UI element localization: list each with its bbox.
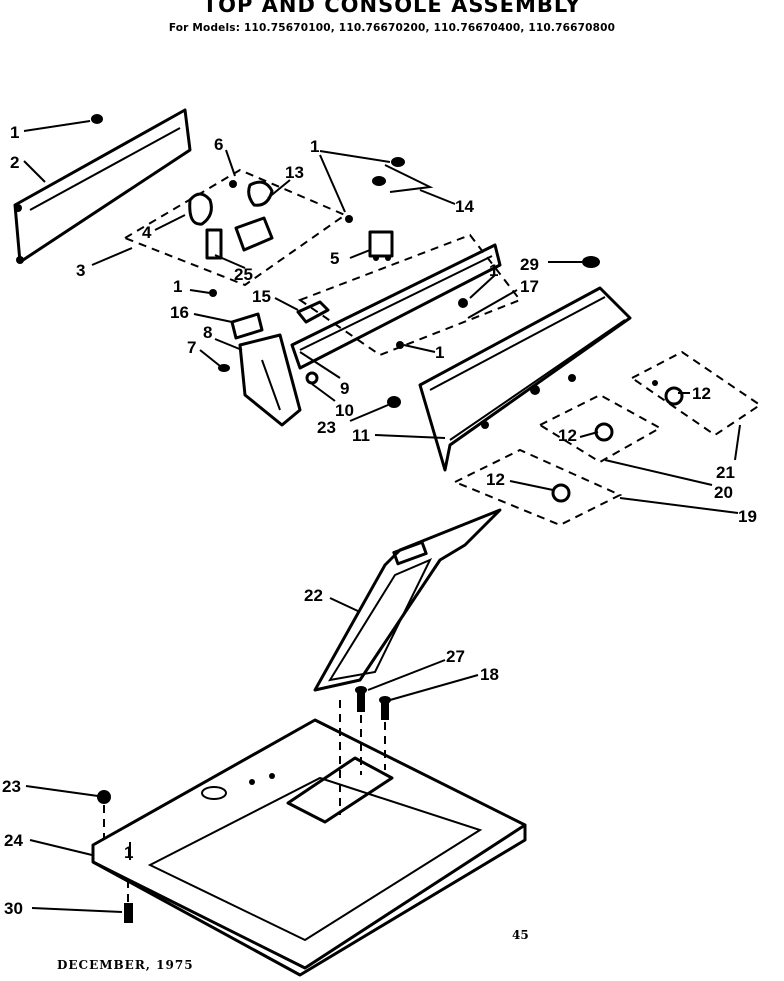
callout-1-top: 1 (310, 137, 319, 156)
callout-11: 11 (352, 426, 370, 445)
callout-27: 27 (446, 647, 465, 666)
switch-part (368, 230, 394, 261)
callout-2: 2 (10, 153, 19, 172)
console-rail-part (290, 233, 522, 370)
foot-parts (97, 790, 133, 923)
callout-19: 19 (738, 507, 757, 526)
callout-14: 14 (455, 197, 474, 216)
callout-29: 29 (520, 255, 539, 274)
callout-25: 25 (234, 265, 253, 284)
callout-30: 30 (4, 899, 23, 918)
callout-23-upper: 23 (317, 418, 336, 437)
end-cap-29-part (582, 256, 600, 268)
plug-part (387, 396, 401, 408)
page-number: 45 (512, 928, 529, 942)
callout-15: 15 (252, 287, 271, 306)
callout-16: 16 (170, 303, 189, 322)
callout-21: 21 (716, 463, 735, 482)
callout-1-mid: 1 (435, 343, 444, 362)
callout-1: 1 (10, 123, 19, 142)
callout-17: 17 (520, 277, 539, 296)
callout-1-left: 1 (173, 277, 182, 296)
retainer-part (218, 364, 230, 372)
callout-3: 3 (76, 261, 85, 280)
back-plate-part (13, 108, 192, 264)
callout-23-lower: 23 (2, 777, 21, 796)
clip-part (384, 164, 434, 193)
callout-7: 7 (187, 338, 196, 357)
callout-12-low: 12 (486, 470, 505, 489)
callout-12-right: 12 (692, 384, 711, 403)
control-bracket-part (122, 168, 348, 287)
top-screws-part (339, 686, 391, 815)
callout-8: 8 (203, 323, 212, 342)
callout-18: 18 (480, 665, 499, 684)
clip-10-part (305, 371, 319, 385)
page-title: TOP AND CONSOLE ASSEMBLY (202, 0, 582, 17)
callout-5: 5 (330, 249, 339, 268)
lint-door-part (313, 508, 502, 692)
callout-labels: 1 2 3 4 25 6 13 1 14 5 1 17 29 1 15 16 8… (2, 123, 757, 918)
end-cap-part (238, 333, 302, 427)
knob-group-part (452, 350, 762, 527)
console-panel-part (418, 286, 632, 472)
timer-part (230, 300, 330, 340)
callout-22: 22 (304, 586, 323, 605)
callout-1-rail: 1 (489, 261, 498, 280)
callout-10: 10 (335, 401, 354, 420)
leader-lines (23, 120, 741, 913)
callout-24: 24 (4, 831, 23, 850)
callout-20: 20 (714, 483, 733, 502)
callout-13: 13 (285, 163, 304, 182)
callout-12-mid: 12 (558, 426, 577, 445)
callout-9: 9 (340, 379, 349, 398)
screw-parts (91, 114, 468, 349)
top-panel-part (91, 718, 527, 977)
callout-4: 4 (142, 223, 152, 242)
callout-1-bottom: 1 (124, 843, 133, 862)
publication-date: DECEMBER, 1975 (57, 958, 194, 972)
callout-6: 6 (214, 135, 223, 154)
model-numbers: For Models: 110.75670100, 110.76670200, … (168, 22, 616, 34)
